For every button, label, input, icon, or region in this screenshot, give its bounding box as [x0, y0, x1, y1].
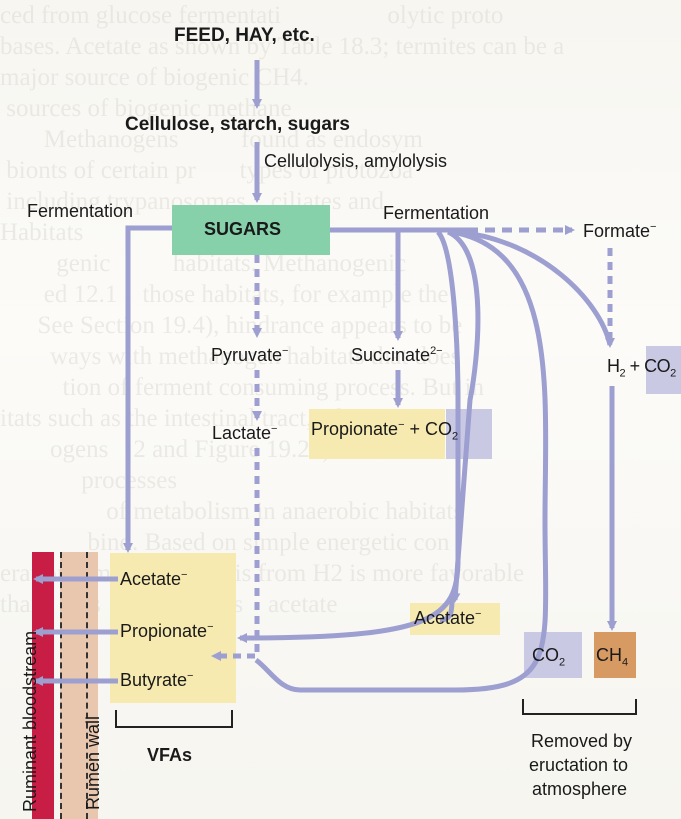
removed-line-1: Removed by	[531, 731, 633, 751]
ruminant-bloodstream-label: Ruminant bloodstream	[20, 630, 40, 812]
removed-line-3: atmosphere	[532, 779, 628, 799]
pyruvate-label: Pyruvate−	[211, 345, 289, 365]
cellulolysis-label: Cellulolysis, amylolysis	[264, 151, 448, 171]
vfa-box	[110, 553, 236, 703]
acetate-vfa-label: Acetate−	[120, 569, 188, 589]
arrow-to-butyrate	[254, 229, 549, 693]
arrow-lactate-to-vfa	[211, 448, 260, 661]
rumen-wall-right-edge	[86, 552, 88, 819]
succinate-label: Succinate2−	[351, 345, 443, 365]
ch4-product-box	[594, 632, 636, 678]
arrow-to-h2co2	[457, 229, 613, 346]
fermentation-right-label: Fermentation	[383, 203, 490, 223]
h2-co2-label: H2 + CO2	[607, 356, 676, 380]
co2-product-box	[524, 632, 582, 678]
vfa-bracket	[115, 710, 233, 728]
arrow-acetate-right-to-vfa	[439, 597, 455, 623]
vfas-label: VFAs	[147, 745, 193, 765]
rumen-wall-label: Rumen wall	[83, 715, 103, 810]
formate-label: Formate−	[583, 221, 657, 241]
arrow-to-acetate-right	[446, 229, 481, 603]
ruminant-bloodstream-bar	[32, 552, 54, 819]
cellulose-label: Cellulose, starch, sugars	[125, 114, 350, 135]
removed-line-2: eructation to	[529, 755, 629, 775]
propionate-co2-label: Propionate− + CO2	[311, 419, 459, 443]
sugars-box	[172, 205, 330, 255]
propionate-co2-box	[309, 409, 445, 459]
propionate-vfa-label: Propionate−	[120, 621, 214, 641]
removed-bracket	[522, 699, 637, 715]
acetate-right-label: Acetate−	[414, 608, 482, 628]
rumen-wall-bar	[60, 552, 98, 819]
fermentation-left-label: Fermentation	[27, 201, 134, 221]
butyrate-vfa-label: Butyrate−	[120, 670, 194, 690]
feed-label: FEED, HAY, etc.	[174, 25, 315, 46]
h2-co2-box	[646, 346, 681, 394]
arrow-sugars-to-vfa	[123, 225, 172, 553]
lactate-label: Lactate−	[212, 423, 278, 443]
ch4-product-label: CH4	[596, 645, 629, 669]
sugars-label: SUGARS	[204, 219, 282, 239]
co2-product-label: CO2	[532, 645, 566, 669]
